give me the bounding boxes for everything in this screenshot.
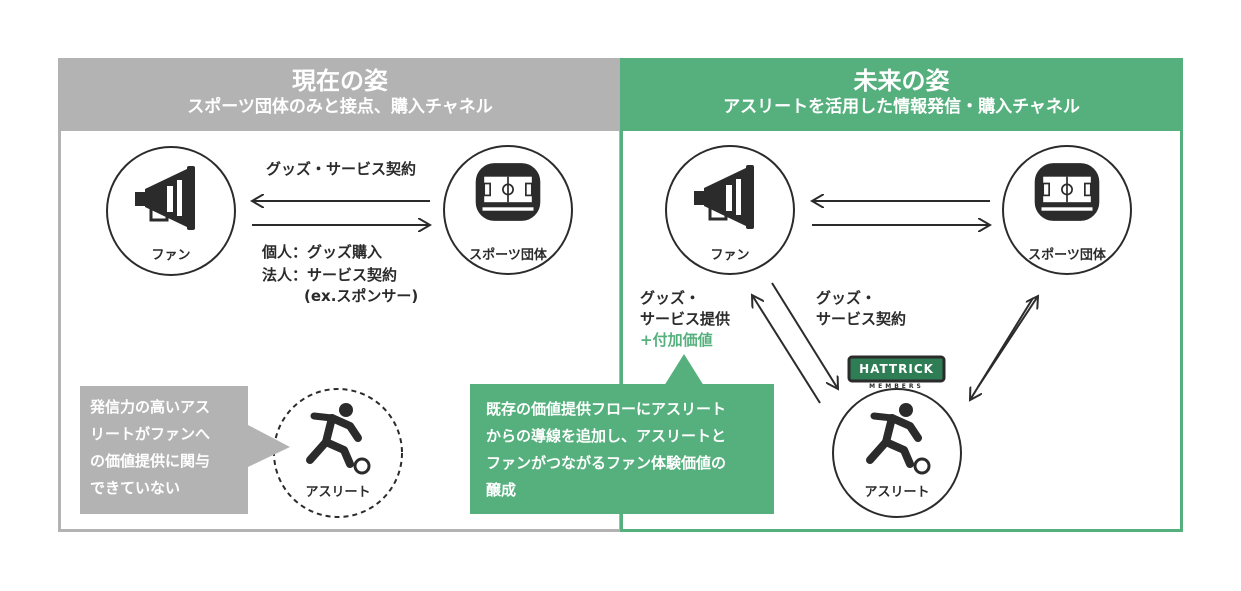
right-mid-arrow-line1: グッズ・ — [816, 289, 877, 307]
right-athlete-label: アスリート — [864, 485, 930, 500]
right-callout-line: ファンがつながるファン体験価値の — [486, 454, 727, 472]
current-state-subtitle: スポーツ団体のみと接点、購入チャネル — [187, 97, 493, 117]
current-state-title: 現在の姿 — [292, 67, 388, 95]
future-state-header: 未来の姿 アスリートを活用した情報発信・購入チャネル — [623, 61, 1180, 131]
left-athlete-label: アスリート — [305, 485, 371, 500]
current-state-panel: 現在の姿 スポーツ団体のみと接点、購入チャネル — [58, 58, 622, 532]
arrow-fan-to-athlete — [771, 282, 838, 389]
right-left-arrow-line2: サービス提供 — [640, 310, 731, 328]
grey-callout-pointer — [248, 425, 290, 467]
left-arrow-bottom-line3: (ex.スポンサー) — [304, 287, 419, 305]
left-fan-label: ファン — [151, 248, 191, 263]
right-fan-label: ファン — [710, 248, 750, 263]
right-left-arrow-line3: +付加価値 — [640, 331, 713, 349]
right-callout-line: 醸成 — [486, 481, 517, 499]
right-callout-line: からの導線を追加し、アスリートと — [486, 427, 727, 445]
left-arrow-top-label: グッズ・サービス契約 — [266, 160, 417, 178]
right-athlete-circle — [832, 388, 962, 518]
left-callout-line: できていない — [90, 479, 181, 497]
right-callout-line: 既存の価値提供フローにアスリート — [486, 400, 727, 418]
right-callout-box: 既存の価値提供フローにアスリート からの導線を追加し、アスリートと ファンがつな… — [470, 384, 774, 514]
right-stadium-icon — [1033, 162, 1101, 222]
right-left-arrow-line1: グッズ・ — [640, 289, 701, 307]
left-stadium-icon — [474, 162, 542, 222]
left-callout-line: リートがファンへ — [90, 425, 211, 443]
left-org-label: スポーツ団体 — [469, 248, 547, 263]
left-arrow-bottom-line1: 個人：グッズ購入 — [262, 243, 383, 261]
left-arrow-bottom-line2: 法人：サービス契約 — [262, 266, 398, 284]
hattrick-logo-text: HATTRICK — [859, 362, 934, 376]
hattrick-logo-subtext: MEMBERS — [869, 383, 924, 390]
arrow-org-to-athlete — [970, 297, 1034, 400]
future-state-title: 未来の姿 — [853, 67, 950, 95]
future-state-panel: 未来の姿 アスリートを活用した情報発信・購入チャネル — [620, 58, 1183, 532]
left-callout-line: 発信力の高いアス — [90, 398, 211, 416]
green-callout-pointer — [664, 354, 704, 386]
left-callout-line: の価値提供に関与 — [90, 452, 211, 470]
right-mid-arrow-line2: サービス契約 — [816, 310, 907, 328]
hattrick-logo-box — [847, 355, 946, 383]
arrow-athlete-to-fan — [752, 295, 821, 404]
future-state-subtitle: アスリートを活用した情報発信・購入チャネル — [723, 97, 1080, 117]
left-callout-box: 発信力の高いアス リートがファンへ の価値提供に関与 できていない — [80, 386, 248, 514]
current-state-header: 現在の姿 スポーツ団体のみと接点、購入チャネル — [61, 61, 619, 131]
right-org-label: スポーツ団体 — [1028, 248, 1106, 263]
